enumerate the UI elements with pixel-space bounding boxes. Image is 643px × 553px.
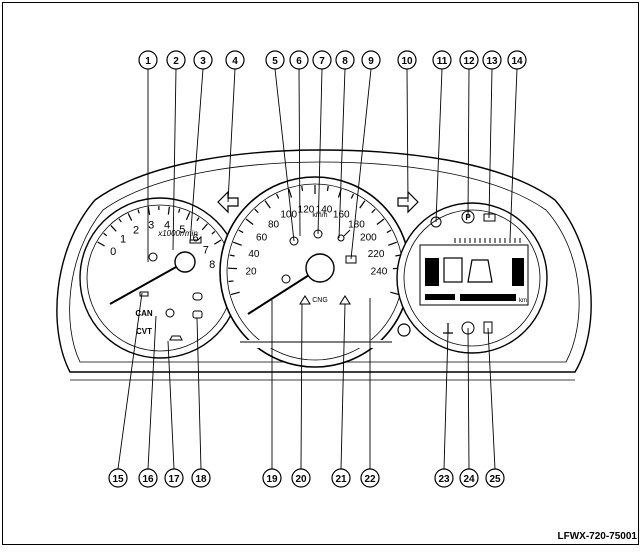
reference-code: LFWX-720-75001 bbox=[558, 531, 637, 542]
drawing-frame bbox=[2, 2, 639, 545]
